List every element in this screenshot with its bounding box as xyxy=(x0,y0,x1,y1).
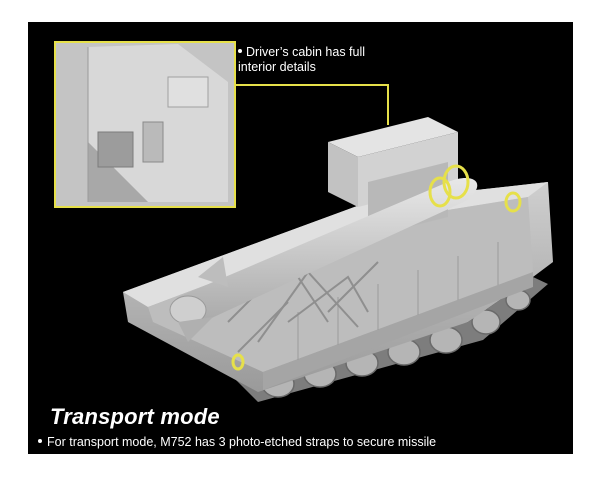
photo-etched-straps xyxy=(231,164,522,371)
bullet-icon xyxy=(238,48,242,53)
callout-line-2: interior details xyxy=(238,60,316,74)
vehicle-render xyxy=(54,41,553,402)
cabin-detail-inset xyxy=(54,41,236,208)
mode-description-text: For transport mode, M752 has 3 photo-etc… xyxy=(47,435,437,449)
bullet-icon xyxy=(38,438,42,443)
callout-leader-line xyxy=(235,84,389,125)
hull xyxy=(123,182,553,392)
missile xyxy=(169,178,478,342)
callout-line-1: Driver’s cabin has full xyxy=(246,45,366,59)
cabin-callout: Driver’s cabin has full interior details xyxy=(238,45,388,75)
mode-description: For transport mode, M752 has 3 photo-etc… xyxy=(38,435,436,449)
mode-title: Transport mode xyxy=(50,404,220,429)
product-illustration-panel: Driver’s cabin has full interior details… xyxy=(28,22,573,454)
